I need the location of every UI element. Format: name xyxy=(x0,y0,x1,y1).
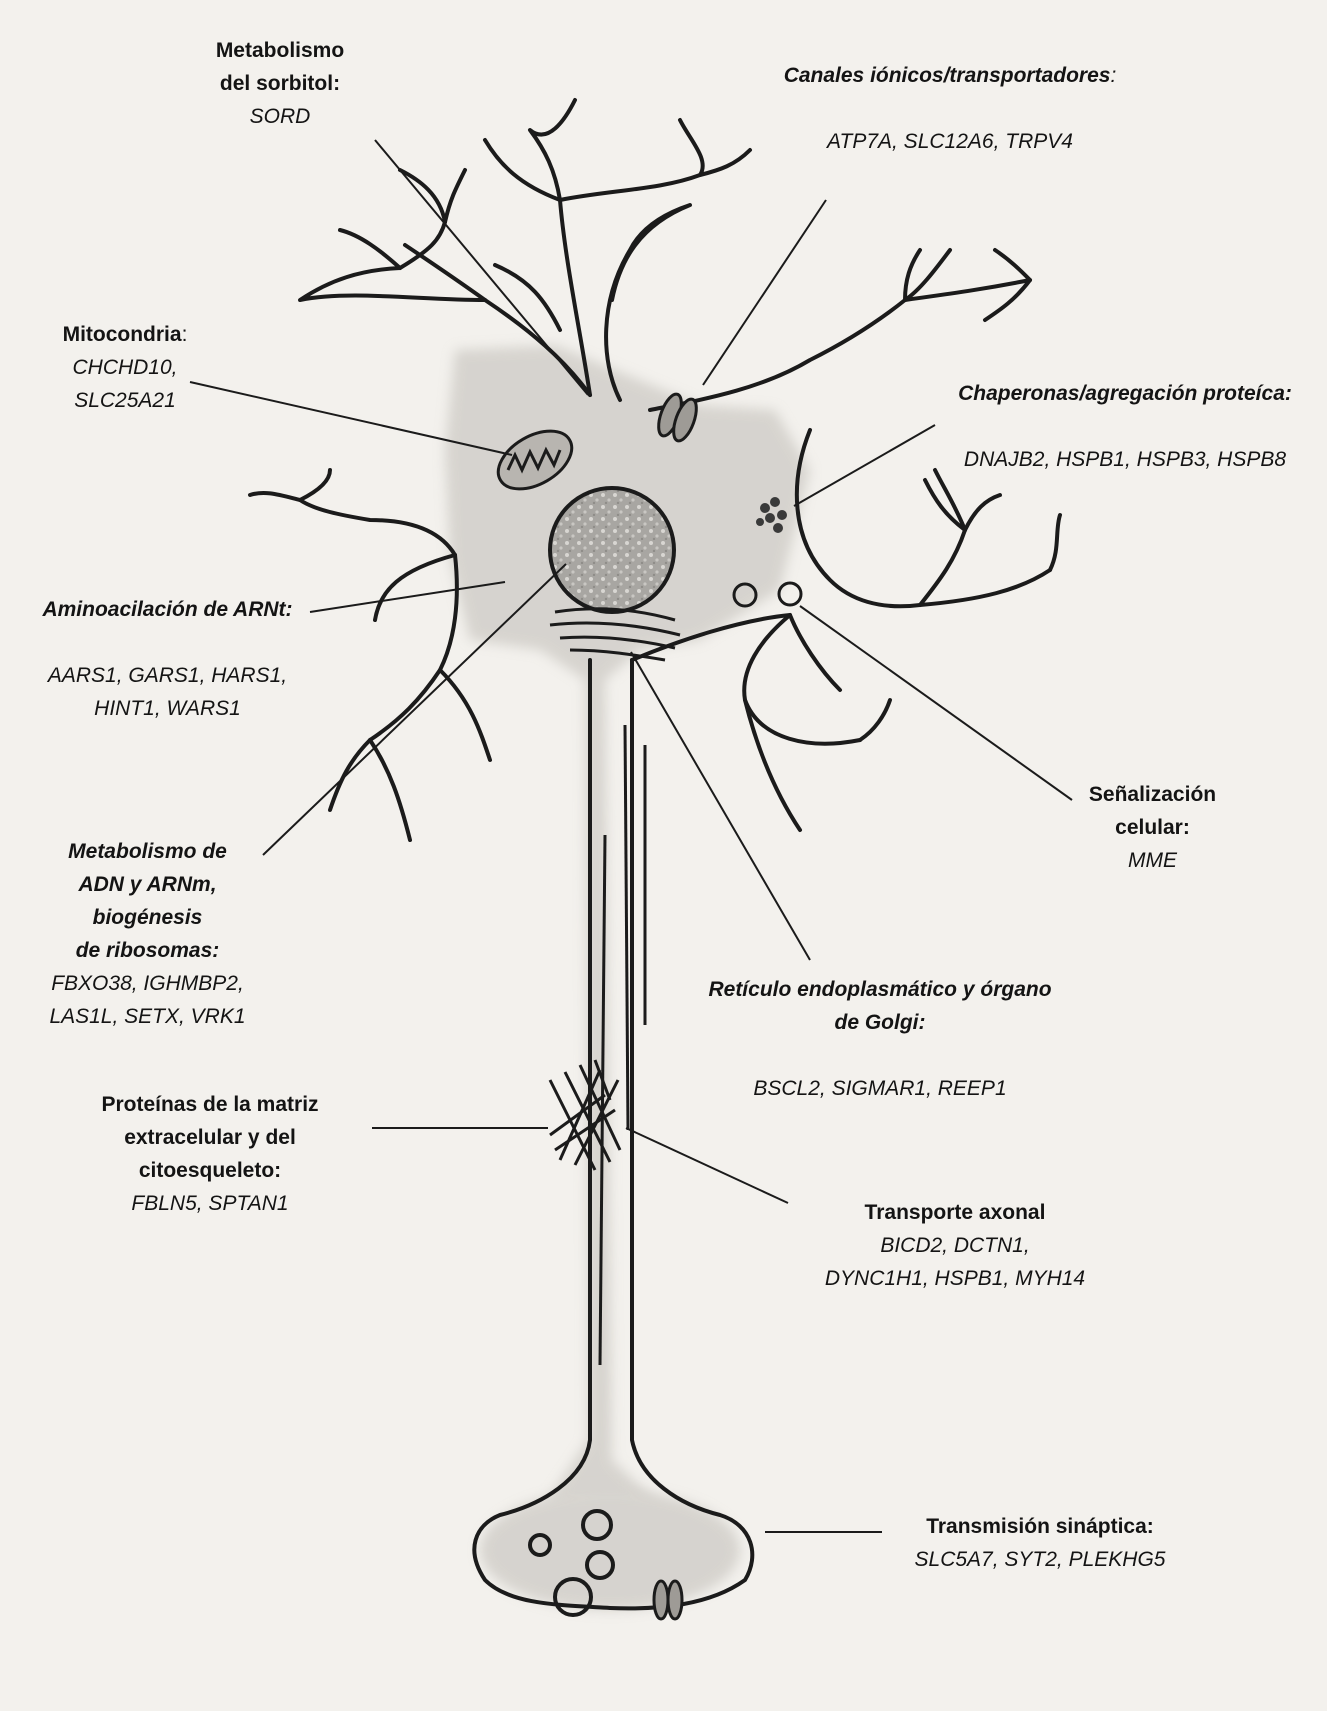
axonal-title: Transporte axonal xyxy=(770,1196,1140,1229)
label-channels: Canales iónicos/transportadores: ATP7A, … xyxy=(730,59,1170,158)
mito-colon: : xyxy=(182,323,188,346)
mito-genes-1: CHCHD10, xyxy=(30,351,220,384)
dna-title-2: ADN y ARNm, xyxy=(25,868,270,901)
dna-title-1: Metabolismo de xyxy=(25,835,270,868)
synaptic-genes: SLC5A7, SYT2, PLEKHG5 xyxy=(900,1543,1180,1576)
label-er-golgi: Retículo endoplasmático y órgano de Golg… xyxy=(680,973,1080,1105)
signaling-title: Señalización xyxy=(1060,778,1245,811)
er-golgi-title: Retículo endoplasmático y órgano xyxy=(680,973,1080,1006)
trna-title: Aminoacilación de ARNt: xyxy=(15,593,320,626)
label-chaperones: Chaperonas/agregación proteíca: DNAJB2, … xyxy=(930,377,1320,476)
neuron-outline xyxy=(250,100,1060,1608)
leader-channels xyxy=(703,200,826,385)
er-golgi-title-2: de Golgi: xyxy=(680,1006,1080,1039)
axonal-genes-2: DYNC1H1, HSPB1, MYH14 xyxy=(770,1262,1140,1295)
dna-genes-2: LAS1L, SETX, VRK1 xyxy=(25,1000,270,1033)
er-golgi-genes: BSCL2, SIGMAR1, REEP1 xyxy=(680,1072,1080,1105)
label-signaling: Señalización celular: MME xyxy=(1060,778,1245,877)
label-axonal: Transporte axonal BICD2, DCTN1, DYNC1H1,… xyxy=(770,1196,1140,1295)
mito-genes-2: SLC25A21 xyxy=(30,384,220,417)
trna-genes-2: HINT1, WARS1 xyxy=(15,692,320,725)
dna-genes-1: FBXO38, IGHMBP2, xyxy=(25,967,270,1000)
label-synaptic: Transmisión sináptica: SLC5A7, SYT2, PLE… xyxy=(900,1510,1180,1576)
mito-title: Mitocondria xyxy=(63,323,182,346)
chaperones-title: Chaperonas/agregación proteíca: xyxy=(930,377,1320,410)
label-trna: Aminoacilación de ARNt: AARS1, GARS1, HA… xyxy=(15,593,320,725)
trna-genes-1: AARS1, GARS1, HARS1, xyxy=(15,659,320,692)
sorbitol-genes: SORD xyxy=(165,100,395,133)
axonal-genes-1: BICD2, DCTN1, xyxy=(770,1229,1140,1262)
channels-title: Canales iónicos/transportadores xyxy=(784,64,1111,87)
cytoskeleton-mesh xyxy=(550,1060,620,1170)
sorbitol-title: Metabolismo xyxy=(165,34,395,67)
ecm-title-1: Proteínas de la matriz xyxy=(70,1088,350,1121)
dna-title-3: biogénesis xyxy=(25,901,270,934)
leader-er-golgi xyxy=(631,652,810,960)
channels-genes: ATP7A, SLC12A6, TRPV4 xyxy=(730,125,1170,158)
leader-signaling xyxy=(800,606,1072,800)
channels-colon: : xyxy=(1110,64,1116,87)
label-ecm: Proteínas de la matriz extracelular y de… xyxy=(70,1088,350,1220)
leader-axonal xyxy=(626,1128,788,1203)
signaling-genes: MME xyxy=(1060,844,1245,877)
ecm-title-3: citoesqueleto: xyxy=(70,1154,350,1187)
dna-title-4: de ribosomas: xyxy=(25,934,270,967)
label-dna: Metabolismo de ADN y ARNm, biogénesis de… xyxy=(25,835,270,1033)
leader-chaperones xyxy=(794,425,935,506)
signaling-title-2: celular: xyxy=(1060,811,1245,844)
ecm-title-2: extracelular y del xyxy=(70,1121,350,1154)
synaptic-title: Transmisión sináptica: xyxy=(900,1510,1180,1543)
label-sorbitol: Metabolismo del sorbitol: SORD xyxy=(165,34,395,133)
nucleus xyxy=(550,488,674,612)
sorbitol-title-2: del sorbitol: xyxy=(165,67,395,100)
label-mito: Mitocondria: CHCHD10, SLC25A21 xyxy=(30,318,220,417)
chaperones-genes: DNAJB2, HSPB1, HSPB3, HSPB8 xyxy=(930,443,1320,476)
ecm-genes: FBLN5, SPTAN1 xyxy=(70,1187,350,1220)
